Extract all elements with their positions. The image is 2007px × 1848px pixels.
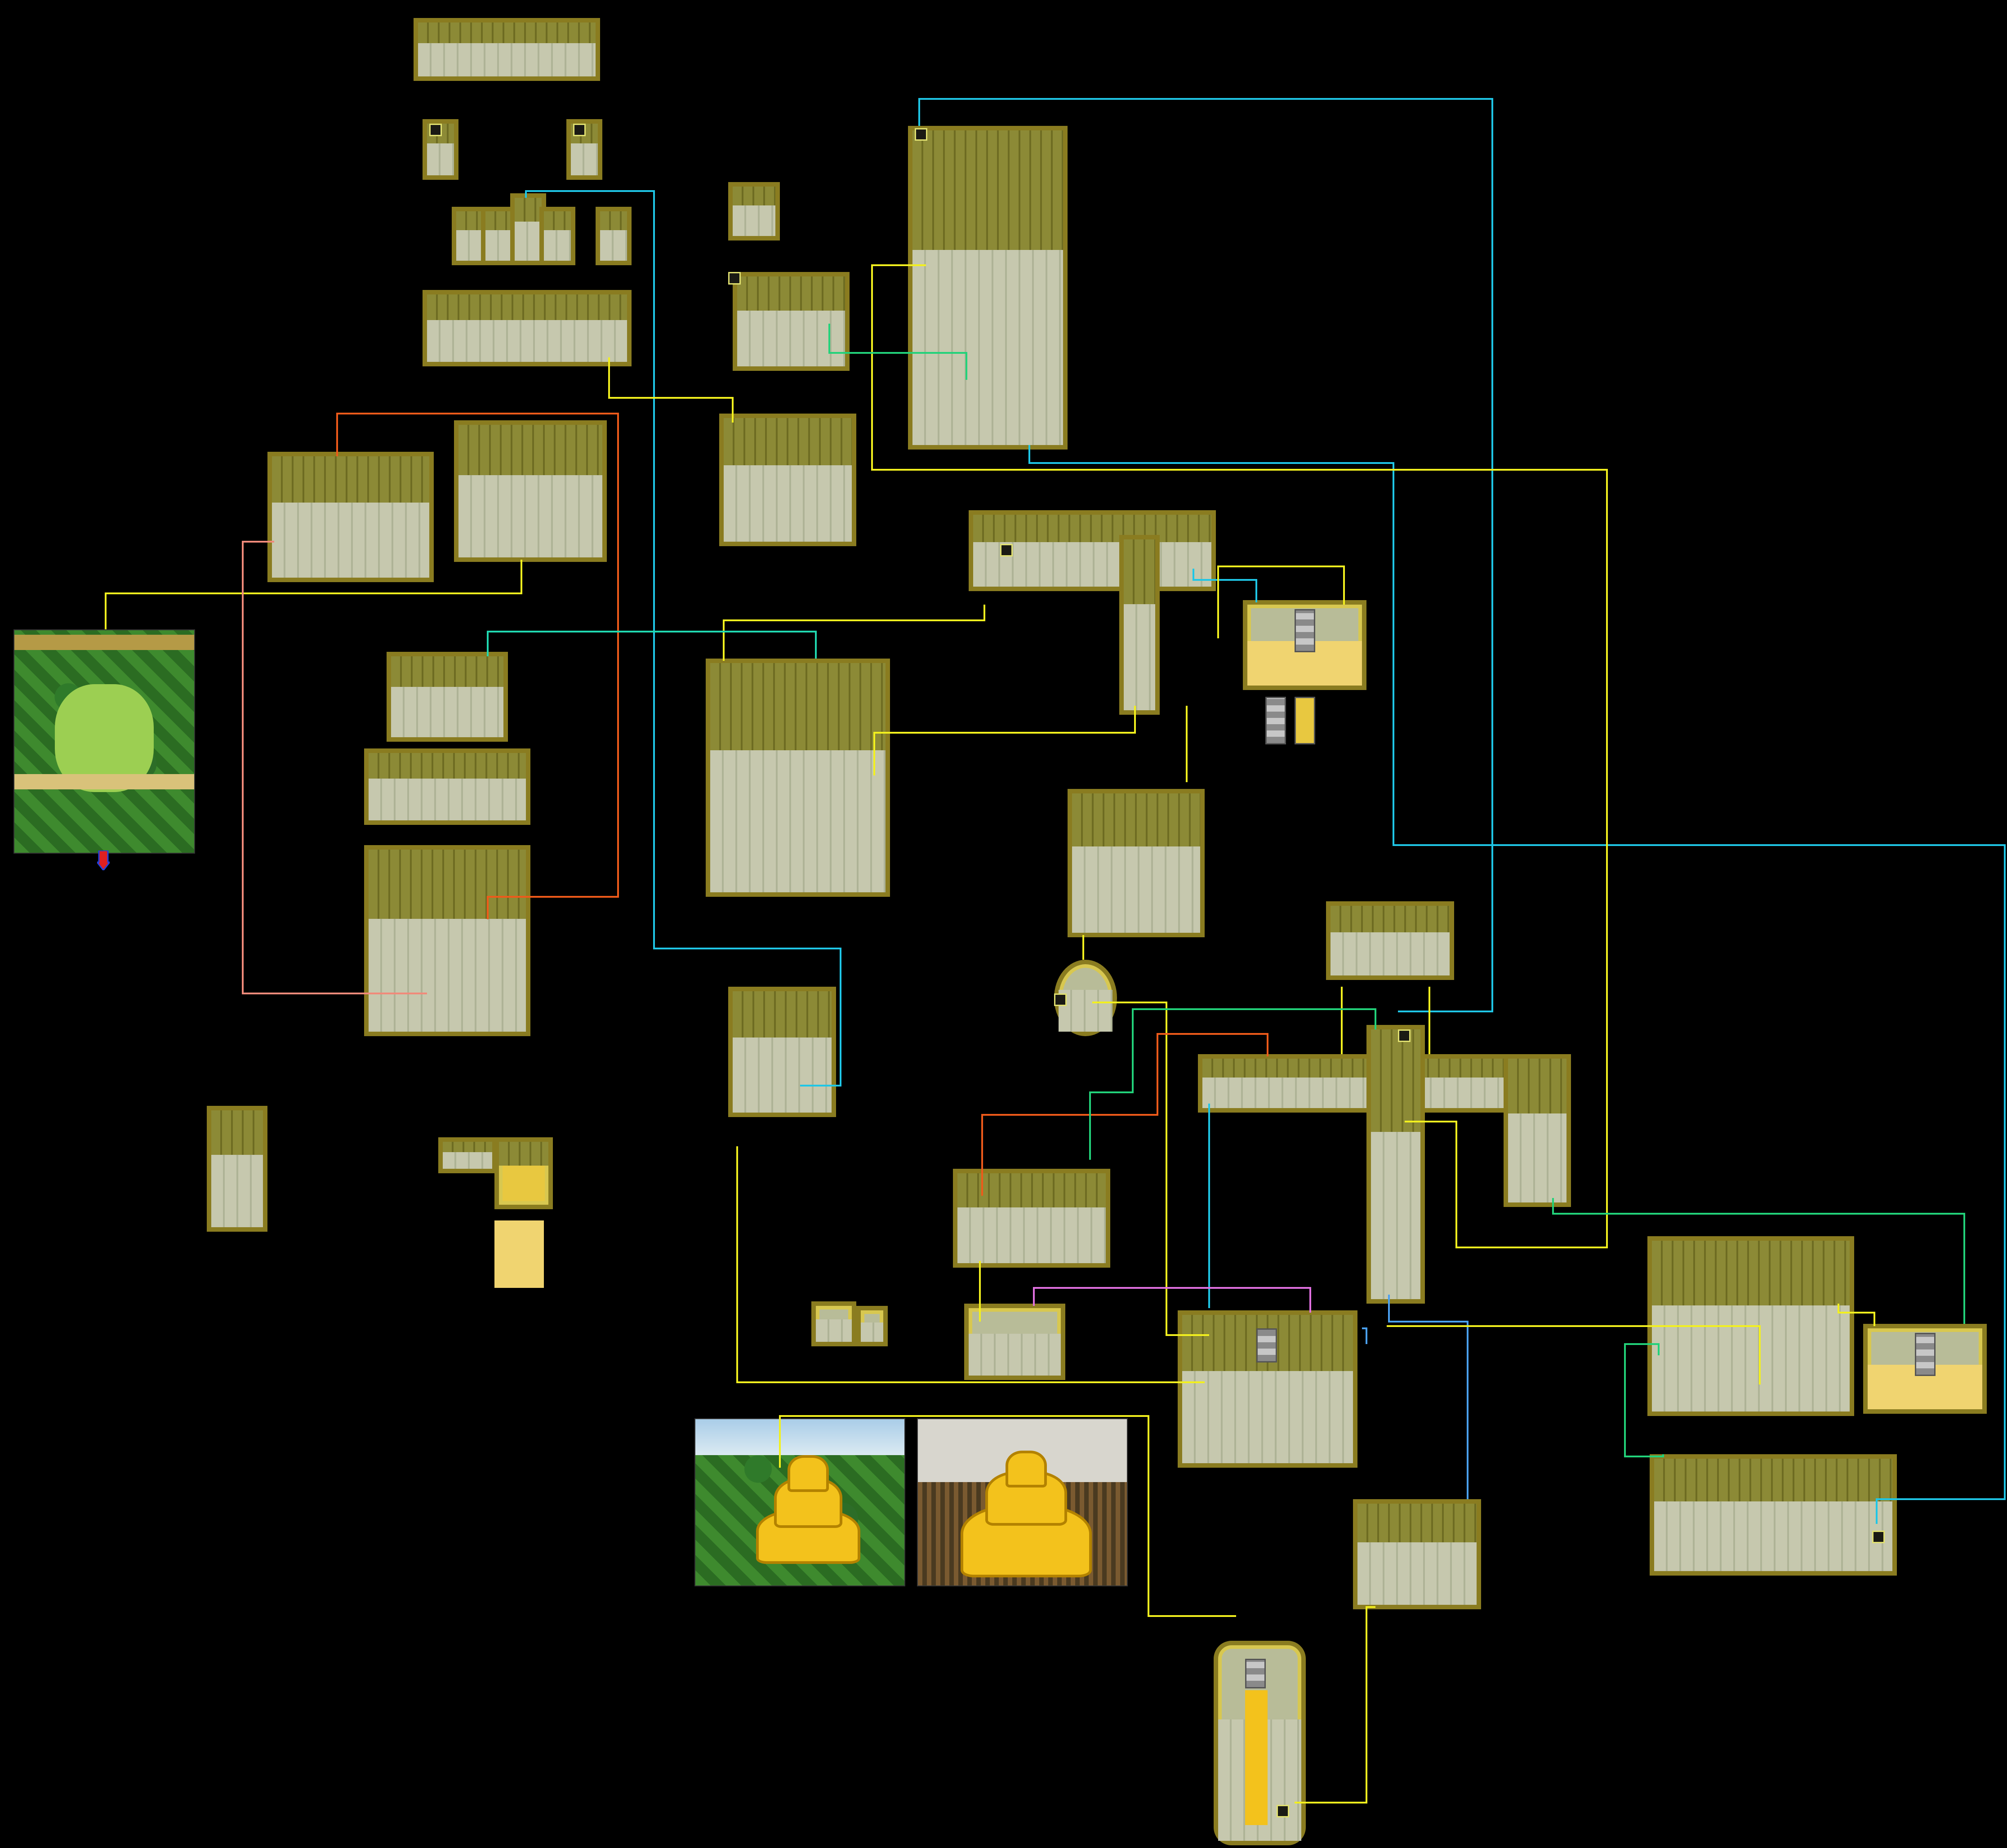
room-statue-east — [1243, 600, 1366, 690]
room-e-statue-sand — [1863, 1324, 1987, 1414]
room-nc-top — [728, 182, 780, 240]
link-green-east — [1552, 1198, 1965, 1324]
statue-icon — [1265, 697, 1286, 744]
room-c-lshape — [1068, 789, 1205, 937]
stair-icon[interactable] — [573, 124, 586, 136]
statue-icon — [1915, 1333, 1936, 1376]
room-nw-cell-3 — [510, 193, 546, 265]
room-se-corridor — [1353, 1499, 1481, 1609]
link-yellow-round-hall — [1092, 1002, 1209, 1336]
room-e-statue-hall — [1178, 1310, 1357, 1468]
room-e-long-bottom — [1650, 1454, 1897, 1576]
link-salmon-w — [242, 541, 427, 994]
room-w-upper — [387, 652, 508, 742]
pyramid-forest-view — [694, 1418, 905, 1586]
room-e-top — [1326, 901, 1454, 980]
link-blue-east-loop — [918, 98, 1493, 1012]
statue-icon — [1295, 609, 1315, 652]
statue-icon — [1256, 1328, 1277, 1363]
link-blue-right-edge — [1028, 445, 2006, 1524]
altar-carpet — [1245, 1690, 1268, 1825]
link-yellow-east-b — [1838, 1304, 1875, 1326]
room-e-upper-right — [1647, 1236, 1854, 1416]
forest-top-wall — [14, 635, 194, 650]
room-e-branch — [1504, 1054, 1571, 1207]
room-w-small-b — [494, 1137, 553, 1209]
room-w-lower — [364, 845, 530, 1036]
link-blue-top-cross — [525, 190, 841, 1087]
room-sc-tiny-b — [856, 1306, 888, 1346]
link-magenta-sc — [1033, 1287, 1311, 1313]
forest-entrance-area — [13, 629, 195, 854]
pyramid-tier-top — [788, 1455, 829, 1492]
stair-icon[interactable] — [1872, 1531, 1885, 1543]
link-orange-nw — [336, 413, 619, 919]
exit-arrow-icon[interactable] — [97, 851, 110, 870]
link-yellow-forest — [105, 560, 522, 629]
link-yellow-shaft — [1217, 566, 1345, 638]
stair-icon[interactable] — [1054, 993, 1067, 1006]
room-sc-ring — [964, 1304, 1065, 1380]
link-yellow-hook-down — [736, 1146, 1205, 1383]
link-yellow-nw-to-nc — [608, 357, 734, 423]
room-w-middle — [364, 748, 530, 825]
stair-icon[interactable] — [1277, 1805, 1289, 1817]
link-green-nc — [828, 324, 967, 380]
stair-icon[interactable] — [1000, 544, 1013, 557]
sand-patch-w — [494, 1220, 544, 1288]
forest-path — [14, 774, 194, 789]
room-c-shaft — [1119, 535, 1160, 715]
link-yellow-loop-top — [723, 605, 985, 661]
room-nc-bend — [733, 272, 850, 371]
room-nw-cell-5 — [596, 207, 632, 265]
link-yellow-nc-right — [871, 264, 1608, 1248]
link-yellow-altar — [1295, 1606, 1375, 1803]
link-lightblue-se — [1388, 1295, 1469, 1499]
stair-icon[interactable] — [728, 272, 741, 285]
link-yellow-east — [1387, 1325, 1761, 1385]
statue-icon — [1295, 697, 1315, 744]
link-yellow-pyramid — [779, 1415, 1236, 1617]
room-altar-chamber — [1214, 1641, 1306, 1845]
room-e-tower — [1366, 1025, 1425, 1304]
room-sc-tiny-a — [811, 1301, 856, 1346]
stair-icon[interactable] — [429, 124, 442, 136]
room-c-corridor — [969, 510, 1216, 591]
room-w-small-a — [438, 1137, 497, 1173]
room-nc-tower — [908, 126, 1068, 450]
link-blue-center — [1193, 569, 1257, 602]
stair-icon[interactable] — [1398, 1029, 1411, 1042]
link-teal-w — [487, 631, 817, 659]
statue-icon — [1245, 1659, 1266, 1688]
stair-icon[interactable] — [915, 128, 927, 141]
room-c-hook — [728, 987, 836, 1117]
link-green-center — [1089, 1008, 1376, 1160]
room-nc-lower — [719, 414, 856, 546]
room-c-loop — [706, 659, 890, 897]
link-orange-center — [981, 1033, 1268, 1196]
room-nw-lower-center — [454, 420, 607, 562]
link-lightblue-hall — [1362, 1327, 1367, 1344]
room-c-round — [1054, 960, 1117, 1036]
room-nw-lower-left — [267, 452, 434, 582]
room-w-pillar-strip — [207, 1106, 267, 1232]
room-nw-cell-4 — [539, 207, 575, 265]
link-green-se — [1624, 1343, 1664, 1457]
pyramid-tier-top — [1006, 1451, 1047, 1487]
room-nw-top-corridor — [414, 18, 600, 81]
room-nw-gallery — [423, 290, 632, 366]
pyramid-desert-view — [917, 1418, 1128, 1586]
link-yellow-loop-right — [873, 706, 1136, 775]
